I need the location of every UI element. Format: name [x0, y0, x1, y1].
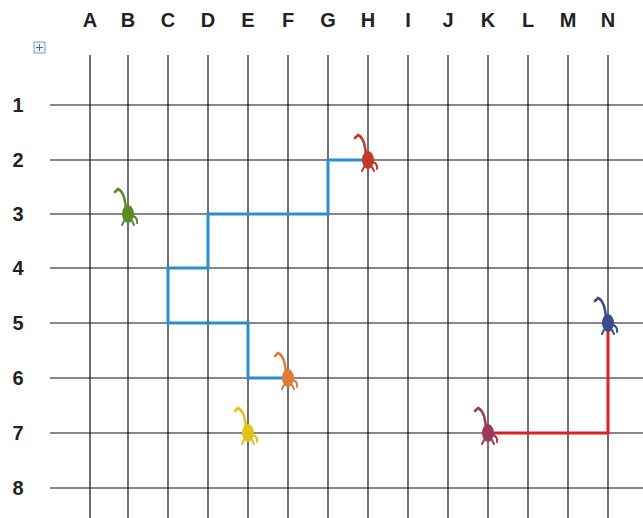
red-path — [488, 323, 608, 433]
creature-neck — [475, 408, 486, 429]
grid-line — [50, 267, 643, 268]
column-letter: B — [121, 10, 135, 30]
row-number: 5 — [12, 313, 23, 333]
grid-line — [487, 55, 488, 518]
creature-neck — [235, 408, 246, 429]
grid-line — [127, 55, 128, 518]
column-letter: J — [442, 10, 453, 30]
row-number: 3 — [12, 204, 23, 224]
grid-line — [50, 213, 643, 214]
creature-neck — [355, 135, 366, 156]
creature-neck — [275, 353, 286, 374]
grid-line — [50, 104, 643, 105]
row-number: 6 — [12, 368, 23, 388]
row-number: 4 — [12, 258, 23, 278]
grid-line — [447, 55, 448, 518]
column-letter: L — [522, 10, 534, 30]
column-letter: M — [560, 10, 577, 30]
column-letter: K — [481, 10, 495, 30]
expand-icon — [34, 42, 45, 53]
creature-neck — [115, 189, 126, 210]
grid-line — [287, 55, 288, 518]
grid-line — [50, 377, 643, 378]
column-letter: E — [241, 10, 254, 30]
creature-legs — [242, 435, 257, 444]
column-letter: F — [282, 10, 294, 30]
column-letter: C — [161, 10, 175, 30]
grid-line — [327, 55, 328, 518]
row-number: 2 — [12, 150, 23, 170]
column-letter: D — [201, 10, 215, 30]
column-letter: N — [601, 10, 615, 30]
creature-legs — [122, 216, 137, 225]
row-number: 7 — [12, 423, 23, 443]
creature-legs — [282, 380, 297, 389]
expand-icon-cross — [36, 44, 43, 51]
grid-line — [567, 55, 568, 518]
column-letter: A — [83, 10, 97, 30]
grid-line — [207, 55, 208, 518]
grid-line — [367, 55, 368, 518]
row-number: 1 — [12, 95, 23, 115]
column-letter: H — [361, 10, 375, 30]
grid-line — [527, 55, 528, 518]
column-letter: I — [405, 10, 411, 30]
grid-line — [247, 55, 248, 518]
creature-legs — [602, 325, 617, 334]
creature-neck — [595, 298, 606, 319]
row-number: 8 — [12, 478, 23, 498]
creature-legs — [362, 162, 377, 171]
grid-line — [50, 322, 643, 323]
grid-line — [89, 55, 90, 518]
blue-path — [168, 160, 368, 378]
grid-line — [407, 55, 408, 518]
grid-line — [607, 55, 608, 518]
column-letter: G — [320, 10, 336, 30]
grid-line — [50, 487, 643, 488]
creature-legs — [482, 435, 497, 444]
